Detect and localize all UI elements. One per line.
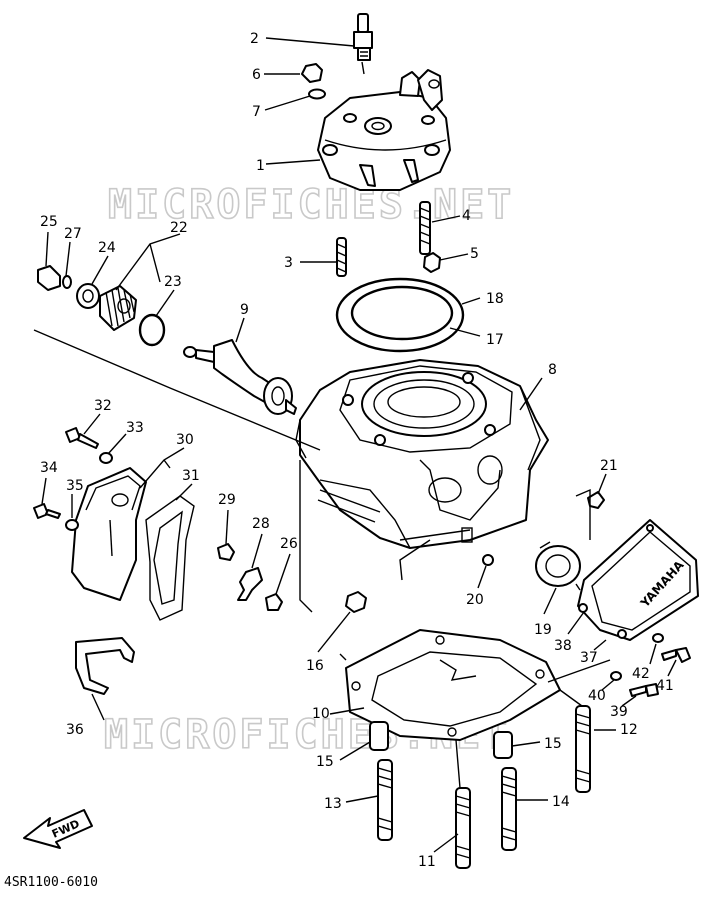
bolt-39 xyxy=(629,683,659,697)
callout-26: 26 xyxy=(280,536,298,552)
spark-plug xyxy=(353,13,373,75)
callout-15-left: 15 xyxy=(316,754,334,770)
callout-23: 23 xyxy=(164,274,182,290)
callout-1: 1 xyxy=(256,158,265,174)
stud-14 xyxy=(501,767,517,851)
stud-11 xyxy=(455,787,471,869)
cylinder-block xyxy=(295,359,549,549)
callout-15-right: 15 xyxy=(544,736,562,752)
gasket-31 xyxy=(145,495,195,621)
power-valve-cover: YAMAHA xyxy=(577,519,699,641)
callout-5: 5 xyxy=(470,246,479,262)
part-20 xyxy=(482,554,494,566)
callout-20: 20 xyxy=(466,592,484,608)
dowel-right xyxy=(493,731,513,759)
seal-24 xyxy=(76,283,100,309)
dowel-left xyxy=(369,721,389,751)
callout-35: 35 xyxy=(66,478,84,494)
head-washer xyxy=(308,88,326,100)
head-nut xyxy=(301,63,323,83)
callout-36: 36 xyxy=(66,722,84,738)
stud-3 xyxy=(336,237,347,277)
spring-22 xyxy=(99,285,137,331)
callout-numbers: 1 2 3 4 5 6 7 8 9 10 11 12 13 14 15 15 1… xyxy=(40,31,674,870)
cylinder-nut xyxy=(423,252,441,273)
round-cover-19 xyxy=(535,541,581,591)
washer-40 xyxy=(610,671,622,681)
valve-cover-30 xyxy=(71,467,147,601)
reference-lines xyxy=(33,329,611,789)
cylinder-head xyxy=(317,69,451,191)
stud-13 xyxy=(377,759,393,841)
base-gasket xyxy=(345,629,561,741)
callout-3: 3 xyxy=(284,255,293,271)
callout-40: 40 xyxy=(588,688,606,704)
head-gasket-inner xyxy=(350,285,454,341)
callout-8: 8 xyxy=(548,362,557,378)
washer-42 xyxy=(652,633,664,643)
callout-21: 21 xyxy=(600,458,618,474)
oring-23 xyxy=(138,313,166,347)
watermark-top: MICROFICHES.NET xyxy=(108,182,514,228)
callout-7: 7 xyxy=(252,104,261,120)
callout-25: 25 xyxy=(40,214,58,230)
callout-4: 4 xyxy=(462,208,471,224)
callout-6: 6 xyxy=(252,67,261,83)
part-29 xyxy=(217,543,235,561)
callout-2: 2 xyxy=(250,31,259,47)
bolt-41 xyxy=(661,647,691,663)
callout-29: 29 xyxy=(218,492,236,508)
washer-35 xyxy=(65,519,79,531)
callout-12: 12 xyxy=(620,722,638,738)
leader-lines xyxy=(41,37,677,853)
cap-25 xyxy=(37,265,61,291)
callout-27: 27 xyxy=(64,226,82,242)
diagram-code: 4SR1100-6010 xyxy=(4,875,98,890)
power-valve-shaft xyxy=(183,339,297,415)
callout-30: 30 xyxy=(176,432,194,448)
callout-9: 9 xyxy=(240,302,249,318)
callout-31: 31 xyxy=(182,468,200,484)
callout-14: 14 xyxy=(552,794,570,810)
nut-16 xyxy=(345,591,367,613)
callout-42: 42 xyxy=(632,666,650,682)
bolt-32 xyxy=(65,427,99,449)
callout-19: 19 xyxy=(534,622,552,638)
fwd-arrow: FWD xyxy=(23,809,93,849)
head-gasket-outer xyxy=(335,277,465,353)
callout-22: 22 xyxy=(170,220,188,236)
callout-24: 24 xyxy=(98,240,116,256)
callout-16: 16 xyxy=(306,658,324,674)
callout-41: 41 xyxy=(656,678,674,694)
lever-28 xyxy=(237,567,263,601)
callout-10: 10 xyxy=(312,706,330,722)
nut-26 xyxy=(265,593,283,611)
callout-28: 28 xyxy=(252,516,270,532)
callout-37: 37 xyxy=(580,650,598,666)
callout-33: 33 xyxy=(126,420,144,436)
bolt-34 xyxy=(33,503,61,519)
ring-27 xyxy=(62,275,72,289)
bracket-36 xyxy=(75,637,135,695)
callout-39: 39 xyxy=(610,704,628,720)
callout-11: 11 xyxy=(418,854,436,870)
stud-12 xyxy=(575,705,591,793)
callout-32: 32 xyxy=(94,398,112,414)
callout-34: 34 xyxy=(40,460,58,476)
washer-33 xyxy=(99,452,113,464)
callout-38: 38 xyxy=(554,638,572,654)
callout-18: 18 xyxy=(486,291,504,307)
stud-4 xyxy=(419,201,431,255)
callout-17: 17 xyxy=(486,332,504,348)
callout-13: 13 xyxy=(324,796,342,812)
